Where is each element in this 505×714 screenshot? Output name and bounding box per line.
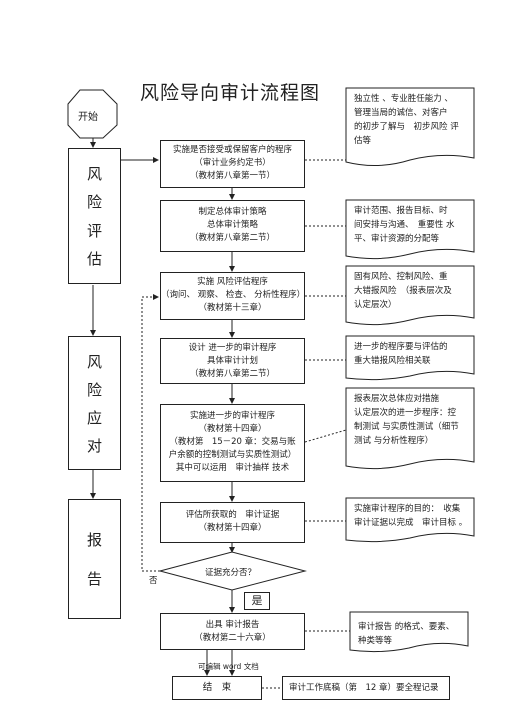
step-design-further-procedures: 设计 进一步的审计程序 具体审计计划 （教材第八章第二节） [160, 338, 305, 384]
note-working-papers: 审计工作底稿（第 12 章）要全程记录 [282, 676, 450, 700]
step-evaluate-evidence: 评估所获取的 审计证据 （教材第十四章） [160, 502, 305, 543]
page-title: 风险导向审计流程图 [140, 82, 321, 104]
step-issue-report: 出具 审计报告 （教材第二十六章） [160, 613, 305, 650]
start-label: 开始 [78, 112, 98, 123]
step-risk-assessment-procedures: 实施 风险评估程序 （询问、 观察、 检查、 分析性程序） （教材第十三章） [160, 272, 305, 320]
decision-diamond [158, 551, 307, 591]
decision-label: 证据充分否？ [205, 568, 257, 578]
phase-report: 报 告 [68, 499, 121, 619]
note-procedure-linkage: 进一步的程序要与评估的 重大错报风险相关联 [345, 335, 475, 382]
note-preliminary-assessment: 独立性 、专业胜任能力 、 管理当局的诚信、对客户 的初步了解与 初步风险 评 … [345, 87, 475, 170]
note-audit-scope: 审计范围、报告目标、时 间安排与沟通、 重要性 水 平、审计资源的分配等 [345, 199, 475, 262]
footer-caption: 可编辑 word 文档 [198, 662, 259, 671]
end-box: 结 束 [172, 676, 262, 700]
step-audit-strategy: 制定总体审计策略 总体审计策略 （教材第八章第二节） [160, 200, 305, 252]
note-report-format: 审计报告 的格式、要素、 种类等等 [349, 611, 469, 654]
no-label: 否 [149, 576, 158, 586]
phase-risk-response: 风 险 应 对 [68, 336, 121, 470]
phase-risk-assessment: 风 险 评 估 [68, 148, 121, 284]
yes-label: 是 [244, 592, 270, 610]
note-response-measures: 报表层次总体应对措施 认定层次的进一步程序：控 制测试 与实质性测试（细节 测试… [345, 387, 475, 472]
note-procedure-purpose: 实施审计程序的目的： 收集 审计证据以完成 审计目标 。 [345, 497, 475, 544]
start-octagon [67, 89, 118, 139]
note-risk-types: 固有风险、控制风险、重 大错报风险 （报表层次及 认定层次） [345, 265, 475, 328]
step-perform-further-procedures: 实施进一步的审计程序 （教材第十四章） （教材第 15－20 章：交易与账 户余… [160, 404, 305, 482]
step-client-acceptance: 实施是否接受或保留客户的程序 （审计业务约定书） （教材第八章第一节） [160, 140, 305, 188]
